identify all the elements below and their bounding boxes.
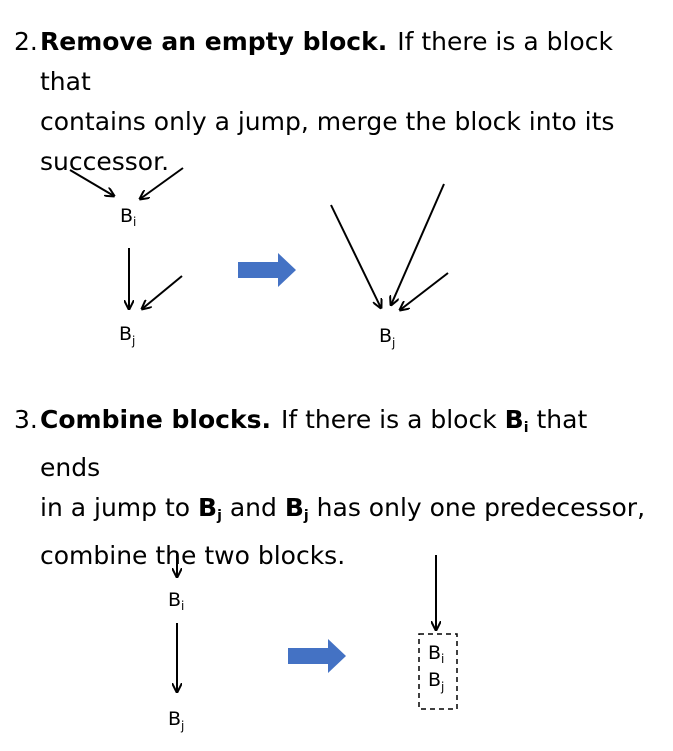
edge-merged-third — [400, 272, 449, 310]
rule-3-text-c: in a jump to — [40, 493, 191, 522]
edge-merged-right — [391, 183, 445, 305]
rule-3-text-d: and — [229, 493, 277, 522]
rule-2: 2. Remove an empty block.If there is a b… — [14, 22, 654, 182]
block-bi-label: Bi — [120, 205, 136, 229]
transform-arrow-2 — [288, 639, 346, 673]
rule-3-block-i: Bi — [504, 405, 529, 436]
rule-3-title: Combine blocks. — [40, 405, 271, 434]
rule-2-text-2: contains only a jump, merge the block in… — [40, 107, 615, 136]
diagram-2-after: Bi Bj — [418, 555, 458, 710]
edge-in-bj — [142, 275, 183, 309]
rule-3-text-a: If there is a block — [280, 405, 497, 434]
combined-bi-label: Bi — [428, 642, 444, 666]
edge-in-left — [69, 169, 114, 196]
diagram-1-before: Bi Bj — [69, 167, 184, 348]
rule-2-title: Remove an empty block. — [40, 27, 388, 56]
rule-3-block-j-2: Bj — [284, 493, 309, 524]
combined-bj-label: Bj — [428, 669, 444, 694]
rule-3: 3. Combine blocks. If there is a block Bi… — [14, 400, 654, 576]
rule-3-number: 3. — [14, 405, 38, 434]
block-bj-merged-label: Bj — [379, 325, 395, 350]
diagram-1-after: Bj — [330, 183, 449, 350]
edge-merged-left — [330, 204, 381, 308]
rule-3-text-f: combine the two blocks. — [40, 541, 346, 570]
block-bi-label-2: Bi — [168, 589, 184, 613]
block-bj-label: Bj — [119, 323, 135, 348]
rule-3-text-b: that ends — [40, 405, 588, 482]
edge-in-right — [140, 167, 184, 199]
rule-2-text-3: successor. — [40, 147, 170, 176]
rule-2-text-1: If there is a block that — [40, 27, 613, 96]
block-bj-label-2: Bj — [168, 708, 184, 733]
combined-block-box — [418, 633, 458, 710]
rule-3-text-e: has only one predecessor, — [316, 493, 646, 522]
diagram-2-before: Bi Bj — [168, 552, 184, 733]
rule-2-number: 2. — [14, 27, 38, 56]
transform-arrow-1 — [238, 253, 296, 287]
rule-3-block-j: Bj — [198, 493, 222, 524]
